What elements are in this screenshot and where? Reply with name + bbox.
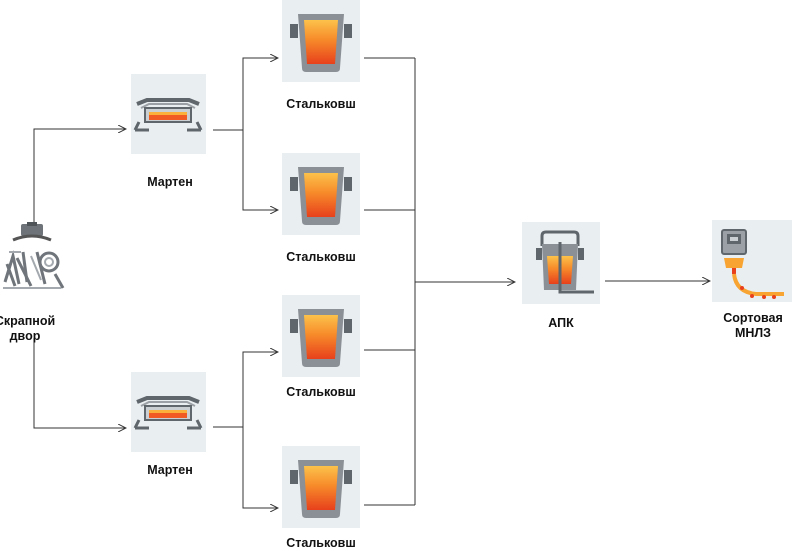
ladle-1-label: Стальковш — [286, 97, 356, 111]
caster-tile — [712, 220, 792, 302]
marten-bottom-tile — [131, 372, 206, 452]
ladle-3-tile — [282, 295, 360, 377]
connector-marten-top-to-ladle-1 — [242, 58, 278, 130]
ladle-4-tile — [282, 446, 360, 528]
connector-marten-top-to-ladle-2 — [242, 130, 278, 210]
ladle-2-label: Стальковш — [286, 250, 356, 264]
connector-marten-bottom-to-ladle-4 — [242, 427, 278, 508]
connector-marten-bottom-to-ladle-3 — [242, 352, 278, 427]
caster-label-line2: МНЛЗ — [734, 326, 772, 340]
marten-top-label: Мартен — [147, 175, 193, 189]
ladle-furnace-icon — [536, 230, 594, 294]
ladle-4-label: Стальковш — [286, 536, 356, 550]
caster-label-line1: Сортовая — [723, 311, 783, 325]
ladle-1-tile — [282, 0, 360, 82]
scrap-yard-label-line2: двор — [9, 329, 41, 343]
marten-bottom-label: Мартен — [147, 463, 193, 477]
ladle-2-tile — [282, 153, 360, 235]
steel-ladle-icon — [290, 14, 352, 72]
connector-scrap-to-marten-bottom — [33, 338, 126, 428]
steel-ladle-icon — [290, 460, 352, 518]
connector-scrap-to-marten-top — [33, 129, 126, 222]
scrap-heap-icon — [3, 222, 65, 289]
open-hearth-furnace-icon — [133, 98, 203, 132]
apk-label: АПК — [548, 316, 574, 330]
ladle-3-label: Стальковш — [286, 385, 356, 399]
apk-tile — [522, 222, 600, 304]
steel-ladle-icon — [290, 167, 352, 225]
marten-top-tile — [131, 74, 206, 154]
scrap-yard-label-line1: Скрапной — [0, 314, 56, 328]
continuous-caster-icon — [721, 229, 784, 299]
scrap-yard-label: Скрапной двор — [0, 314, 60, 344]
steel-ladle-icon — [290, 309, 352, 367]
open-hearth-furnace-icon — [133, 396, 203, 430]
caster-label: Сортовая МНЛЗ — [708, 311, 792, 341]
